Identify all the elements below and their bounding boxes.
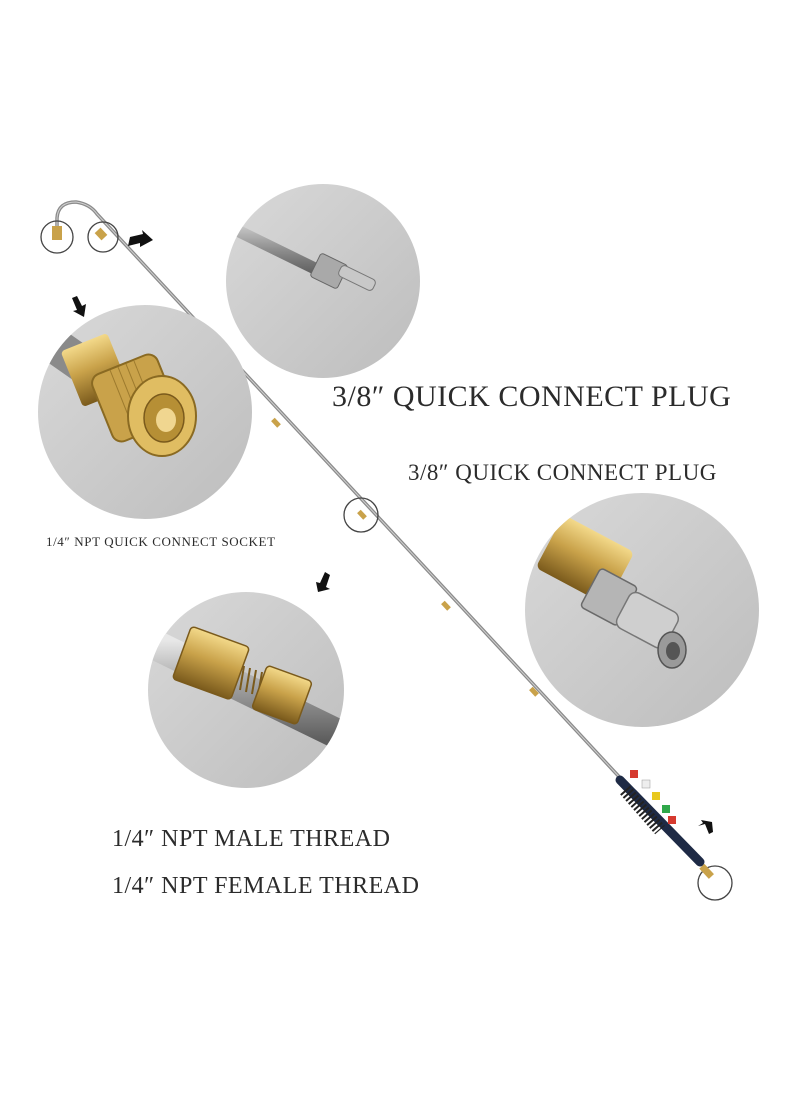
detail-markers bbox=[40, 220, 733, 901]
nozzle-holder bbox=[615, 770, 714, 879]
plug-label-large: 3/8″ QUICK CONNECT PLUG bbox=[332, 380, 732, 413]
pointer-arrows bbox=[72, 230, 713, 834]
female-thread-label: 1/4″ NPT FEMALE THREAD bbox=[112, 873, 420, 899]
quick-plug-detail bbox=[525, 493, 759, 727]
male-thread-label: 1/4″ NPT MALE THREAD bbox=[112, 826, 391, 852]
plug-label-small: 3/8″ QUICK CONNECT PLUG bbox=[408, 460, 717, 485]
thread-coupling-detail bbox=[148, 592, 344, 788]
brass-socket-detail bbox=[38, 305, 252, 519]
steel-plug-detail bbox=[226, 184, 420, 378]
socket-label: 1/4″ NPT QUICK CONNECT SOCKET bbox=[46, 534, 276, 549]
lance-wand bbox=[52, 200, 626, 784]
